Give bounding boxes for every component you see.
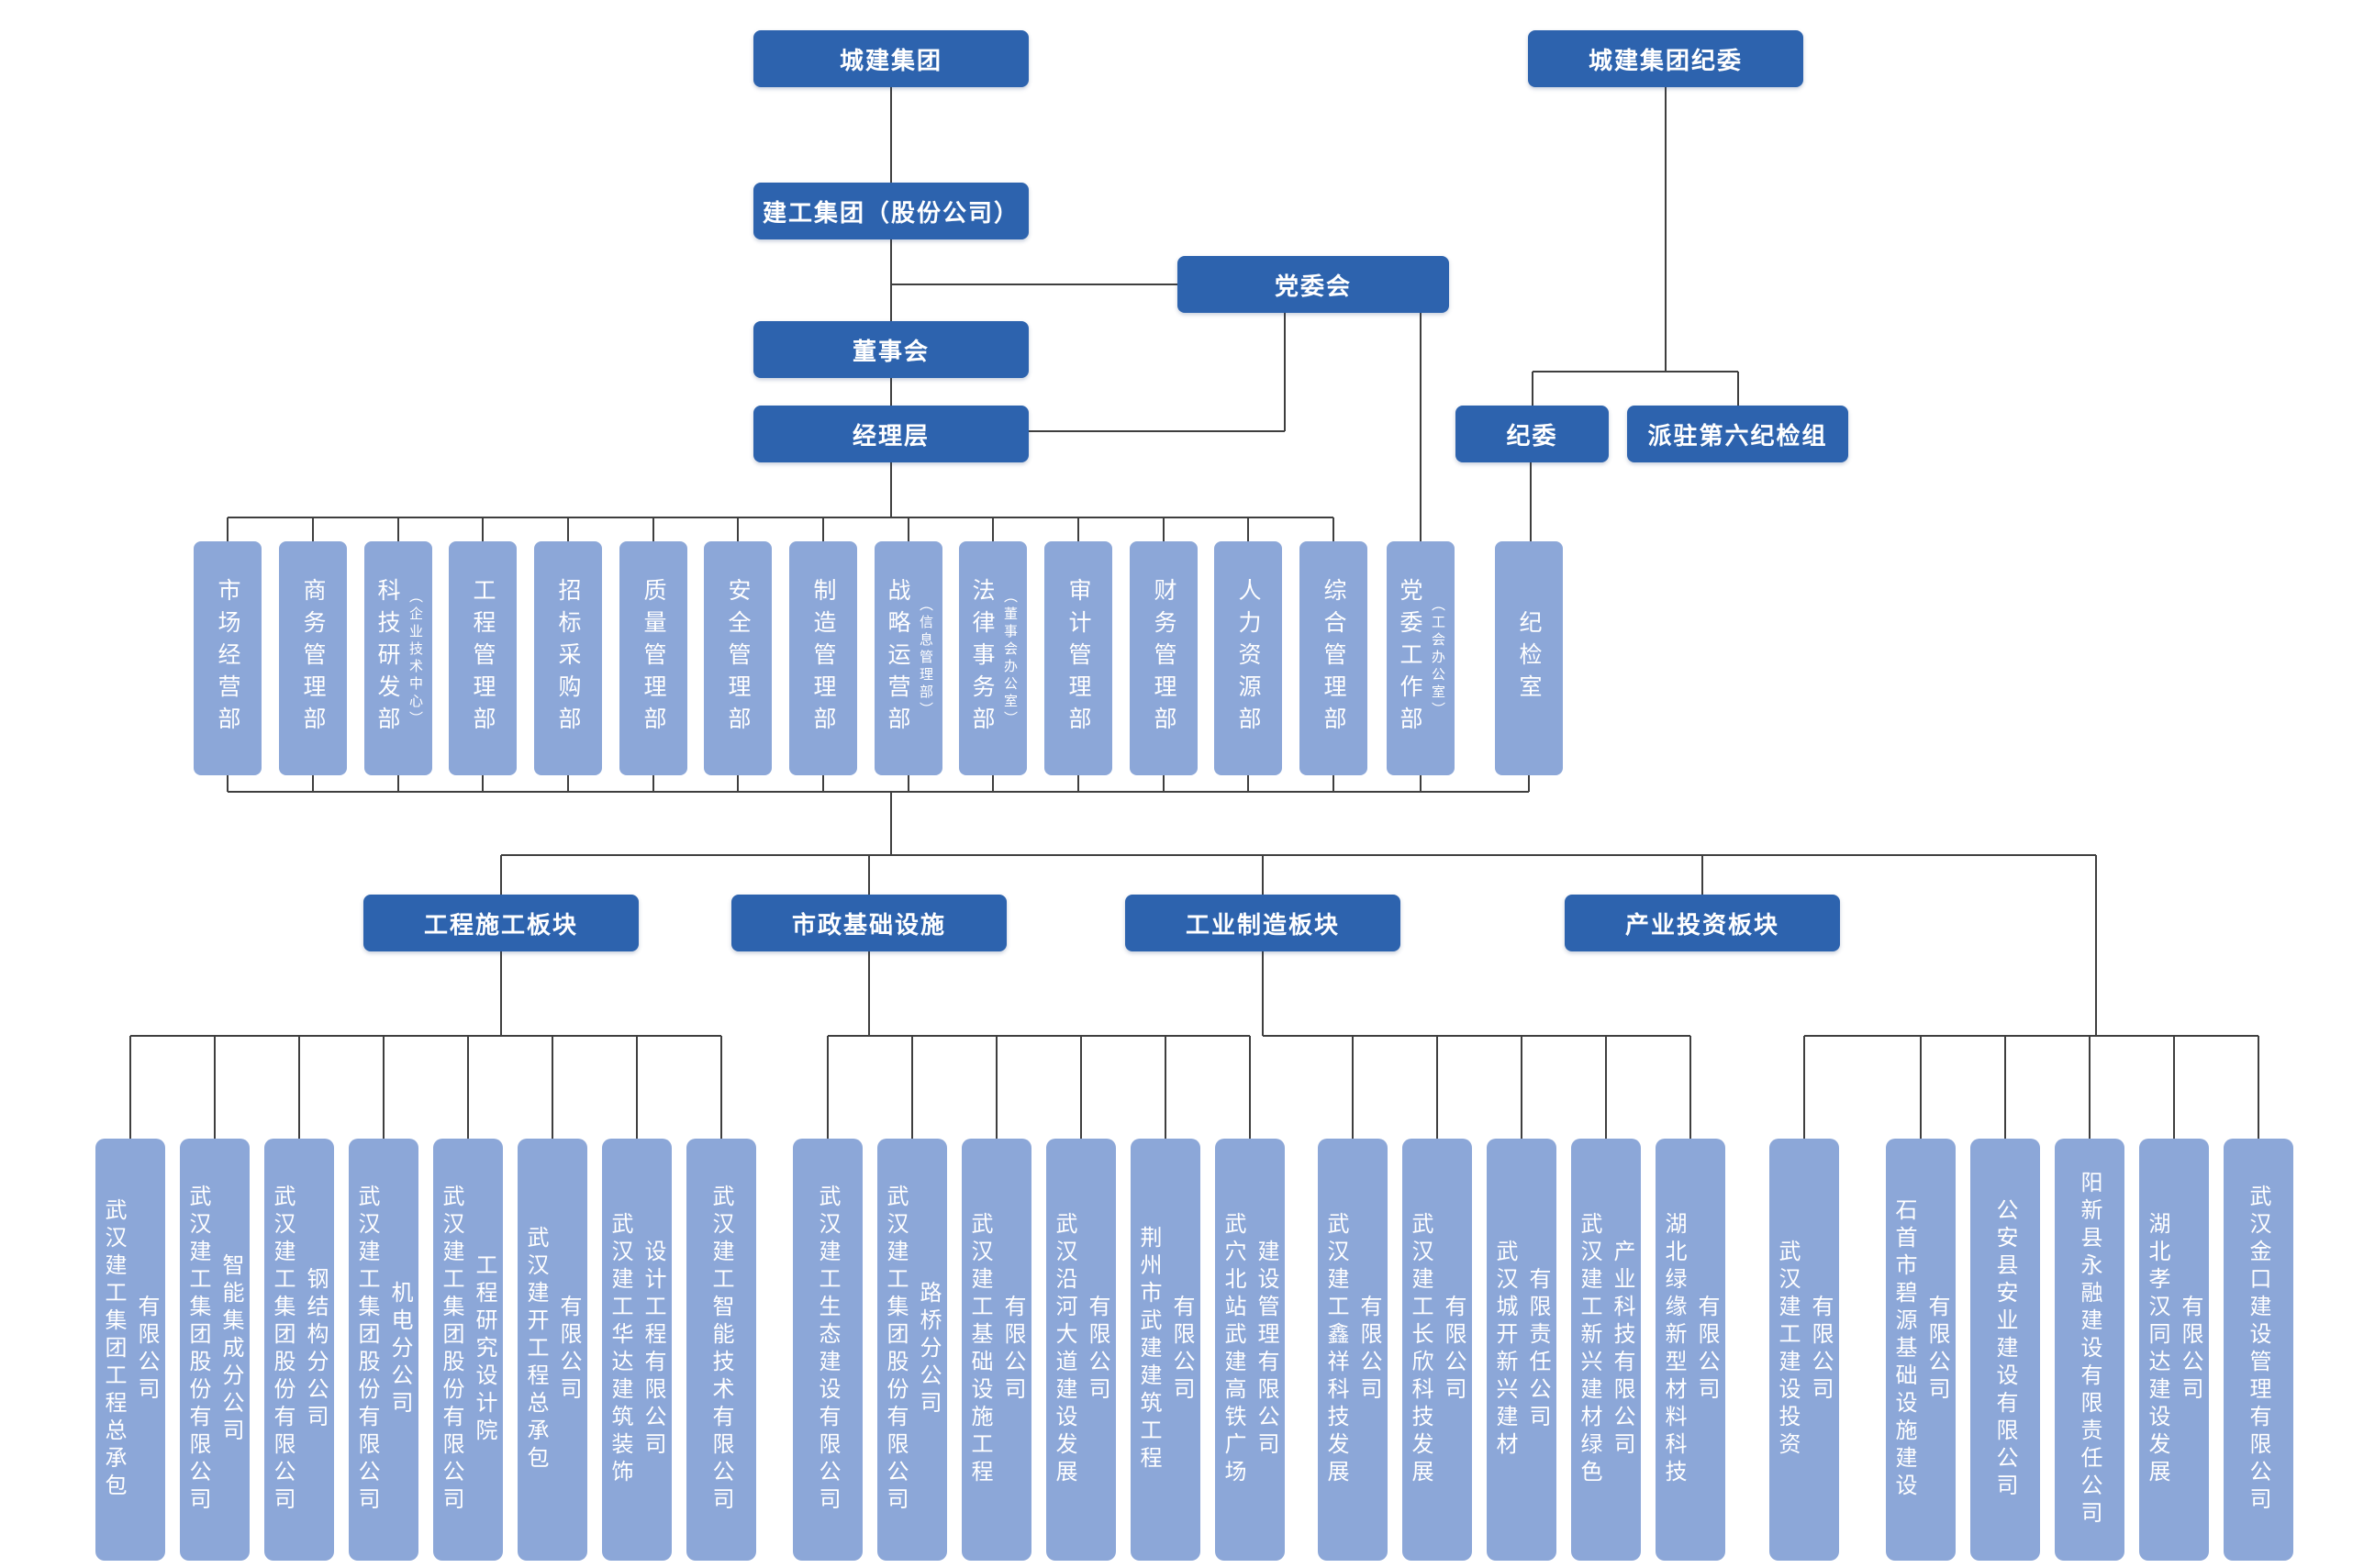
department-sublabel: （企业技术中心） <box>407 588 424 728</box>
sector-node-industrial: 工业制造板块 <box>1125 895 1400 951</box>
company-node: 武汉建工鑫祥科技发展 有限公司 <box>1318 1139 1388 1561</box>
department-label: 综合管理部 <box>1321 578 1347 739</box>
department-node: 工程管理部 <box>449 541 517 775</box>
company-node: 武汉建工长欣科技发展 有限公司 <box>1402 1139 1472 1561</box>
department-node: 科技研发部 （企业技术中心） <box>364 541 432 775</box>
company-node: 武汉建工集团股份有限公司 钢结构分公司 <box>264 1139 334 1561</box>
node-party-committee: 党委会 <box>1177 256 1449 313</box>
department-label: 人力资源部 <box>1235 578 1262 739</box>
company-label: 武汉建工集团股份有限公司 钢结构分公司 <box>270 1184 329 1515</box>
company-label: 武穴北站武建高铁广场 建设管理有限公司 <box>1221 1212 1279 1487</box>
company-label: 武汉沿河大道建设发展 有限公司 <box>1052 1212 1110 1487</box>
company-node: 荆州市武建建筑工程 有限公司 <box>1131 1139 1200 1561</box>
department-label: 市场经营部 <box>215 578 241 739</box>
company-node: 武汉建工智能技术有限公司 <box>686 1139 756 1561</box>
company-label: 武汉建工生态建设有限公司 <box>815 1184 841 1515</box>
department-node: 质量管理部 <box>619 541 687 775</box>
company-node: 武汉建工集团工程总承包 有限公司 <box>95 1139 165 1561</box>
company-label: 武汉建工基础设施工程 有限公司 <box>967 1212 1026 1487</box>
department-label: 法律事务部 <box>969 578 996 739</box>
company-label: 石首市碧源基础设施建设 有限公司 <box>1891 1198 1950 1501</box>
department-node: 人力资源部 <box>1214 541 1282 775</box>
department-label: 纪检室 <box>1516 610 1543 706</box>
company-label: 武汉建工智能技术有限公司 <box>708 1184 734 1515</box>
company-node: 石首市碧源基础设施建设 有限公司 <box>1886 1139 1956 1561</box>
department-label: 财务管理部 <box>1151 578 1177 739</box>
department-node: 纪检室 <box>1495 541 1563 775</box>
node-group-discipline-committee: 城建集团纪委 <box>1528 30 1803 87</box>
sector-node-investment: 产业投资板块 <box>1565 895 1840 951</box>
node-group-hq: 城建集团 <box>753 30 1029 87</box>
department-node: 法律事务部 （董事会办公室） <box>959 541 1027 775</box>
company-node: 武汉沿河大道建设发展 有限公司 <box>1046 1139 1116 1561</box>
company-node: 湖北绿缘新型材料科技 有限公司 <box>1656 1139 1725 1561</box>
company-node: 湖北孝汉同达建设发展 有限公司 <box>2139 1139 2209 1561</box>
company-label: 阳新县永融建设有限责任公司 <box>2077 1171 2102 1529</box>
company-label: 湖北绿缘新型材料科技 有限公司 <box>1661 1212 1720 1487</box>
node-management-level: 经理层 <box>753 406 1029 462</box>
department-node: 制造管理部 <box>789 541 857 775</box>
department-node: 综合管理部 <box>1299 541 1367 775</box>
company-label: 武汉建工新兴建材绿色 产业科技有限公司 <box>1577 1212 1635 1487</box>
department-sublabel: （信息管理部） <box>918 597 934 719</box>
department-label: 科技研发部 <box>374 578 401 739</box>
department-node: 财务管理部 <box>1130 541 1198 775</box>
company-label: 武汉建工集团股份有限公司 工程研究设计院 <box>439 1184 497 1515</box>
company-label: 湖北孝汉同达建设发展 有限公司 <box>2145 1212 2203 1487</box>
department-node: 招标采购部 <box>534 541 602 775</box>
company-label: 武汉建工华达建筑装饰 设计工程有限公司 <box>608 1212 666 1487</box>
department-label: 制造管理部 <box>810 578 837 739</box>
company-label: 武汉金口建设管理有限公司 <box>2246 1184 2271 1515</box>
company-node: 武汉建工集团股份有限公司 机电分公司 <box>349 1139 418 1561</box>
sector-node-municipal: 市政基础设施 <box>731 895 1007 951</box>
department-node: 审计管理部 <box>1044 541 1112 775</box>
company-label: 武汉城开新兴建材 有限责任公司 <box>1492 1240 1551 1460</box>
department-node: 商务管理部 <box>279 541 347 775</box>
company-label: 武汉建工集团股份有限公司 路桥分公司 <box>883 1184 942 1515</box>
department-node: 战略运营部 （信息管理部） <box>875 541 942 775</box>
company-label: 武汉建工集团股份有限公司 机电分公司 <box>354 1184 413 1515</box>
company-label: 武汉建工集团股份有限公司 智能集成分公司 <box>185 1184 244 1515</box>
department-label: 招标采购部 <box>555 578 582 739</box>
company-node: 武汉建工华达建筑装饰 设计工程有限公司 <box>602 1139 672 1561</box>
company-label: 武汉建工建设投资 有限公司 <box>1775 1240 1834 1460</box>
company-label: 武汉建工集团工程总承包 有限公司 <box>101 1198 160 1501</box>
company-node: 公安县安业建设有限公司 <box>1970 1139 2040 1561</box>
department-label: 商务管理部 <box>300 578 327 739</box>
company-node: 武穴北站武建高铁广场 建设管理有限公司 <box>1215 1139 1285 1561</box>
node-sixth-inspection-team: 派驻第六纪检组 <box>1627 406 1848 462</box>
department-node: 安全管理部 <box>704 541 772 775</box>
company-node: 武汉金口建设管理有限公司 <box>2224 1139 2293 1561</box>
department-label: 质量管理部 <box>641 578 667 739</box>
company-node: 武汉建开工程总承包 有限公司 <box>518 1139 587 1561</box>
company-node: 武汉城开新兴建材 有限责任公司 <box>1487 1139 1556 1561</box>
company-node: 武汉建工建设投资 有限公司 <box>1769 1139 1839 1561</box>
department-sublabel: （董事会办公室） <box>1002 588 1019 728</box>
department-label: 安全管理部 <box>725 578 752 739</box>
company-label: 武汉建工长欣科技发展 有限公司 <box>1408 1212 1466 1487</box>
department-node: 党委工作部 （工会办公室） <box>1387 541 1455 775</box>
company-label: 武汉建工鑫祥科技发展 有限公司 <box>1323 1212 1382 1487</box>
node-discipline-committee: 纪委 <box>1455 406 1609 462</box>
node-board-of-directors: 董事会 <box>753 321 1029 378</box>
company-node: 阳新县永融建设有限责任公司 <box>2055 1139 2124 1561</box>
company-label: 荆州市武建建筑工程 有限公司 <box>1136 1226 1195 1473</box>
department-label: 战略运营部 <box>885 578 911 739</box>
department-node: 市场经营部 <box>194 541 262 775</box>
company-node: 武汉建工基础设施工程 有限公司 <box>962 1139 1031 1561</box>
company-node: 武汉建工集团股份有限公司 智能集成分公司 <box>180 1139 250 1561</box>
company-label: 公安县安业建设有限公司 <box>1992 1198 2018 1501</box>
company-node: 武汉建工集团股份有限公司 路桥分公司 <box>877 1139 947 1561</box>
department-label: 党委工作部 <box>1397 578 1423 739</box>
node-construction-holding: 建工集团（股份公司） <box>753 183 1029 239</box>
department-label: 工程管理部 <box>470 578 496 739</box>
company-node: 武汉建工生态建设有限公司 <box>793 1139 863 1561</box>
department-sublabel: （工会办公室） <box>1430 597 1446 719</box>
department-label: 审计管理部 <box>1065 578 1092 739</box>
sector-node-construction: 工程施工板块 <box>363 895 639 951</box>
company-node: 武汉建工集团股份有限公司 工程研究设计院 <box>433 1139 503 1561</box>
company-label: 武汉建开工程总承包 有限公司 <box>523 1226 582 1473</box>
company-node: 武汉建工新兴建材绿色 产业科技有限公司 <box>1571 1139 1641 1561</box>
